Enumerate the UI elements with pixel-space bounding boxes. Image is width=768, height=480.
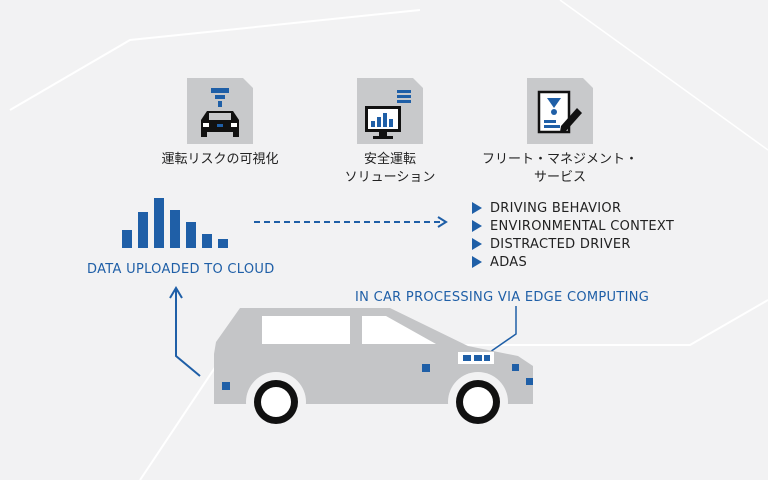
bar <box>170 210 180 248</box>
feature-list: DRIVING BEHAVIOR ENVIRONMENTAL CONTEXT D… <box>472 199 674 271</box>
upload-arrow <box>169 286 201 377</box>
edge-caption: IN CAR PROCESSING VIA EDGE COMPUTING <box>355 290 650 305</box>
triangle-bullet-icon <box>472 256 482 268</box>
car-risk-icon <box>187 78 253 144</box>
car-illustration <box>214 306 533 432</box>
document-pen-card <box>527 78 593 148</box>
bar <box>138 212 148 248</box>
bar <box>122 230 132 248</box>
list-item: DRIVING BEHAVIOR <box>472 199 674 217</box>
bar <box>154 198 164 248</box>
car-risk-label: 運転リスクの可視化 <box>161 152 279 167</box>
list-item: DISTRACTED DRIVER <box>472 235 674 253</box>
document-pen-icon <box>527 78 593 144</box>
bar <box>218 239 228 248</box>
monitor-chart-label: 安全運転 ソリューション <box>344 152 436 185</box>
monitor-chart-card <box>357 78 423 148</box>
list-item: ADAS <box>472 253 674 271</box>
dashed-arrow <box>254 216 448 228</box>
bar <box>186 222 196 248</box>
bar <box>202 234 212 248</box>
monitor-chart-icon <box>357 78 423 144</box>
document-pen-label: フリート・マネジメント・ サービス <box>481 152 638 185</box>
triangle-bullet-icon <box>472 238 482 250</box>
triangle-bullet-icon <box>472 220 482 232</box>
triangle-bullet-icon <box>472 202 482 214</box>
car-risk-card <box>187 78 253 148</box>
upload-bars-graphic <box>118 196 230 248</box>
list-item: ENVIRONMENTAL CONTEXT <box>472 217 674 235</box>
cloud-caption: DATA UPLOADED TO CLOUD <box>87 262 275 277</box>
